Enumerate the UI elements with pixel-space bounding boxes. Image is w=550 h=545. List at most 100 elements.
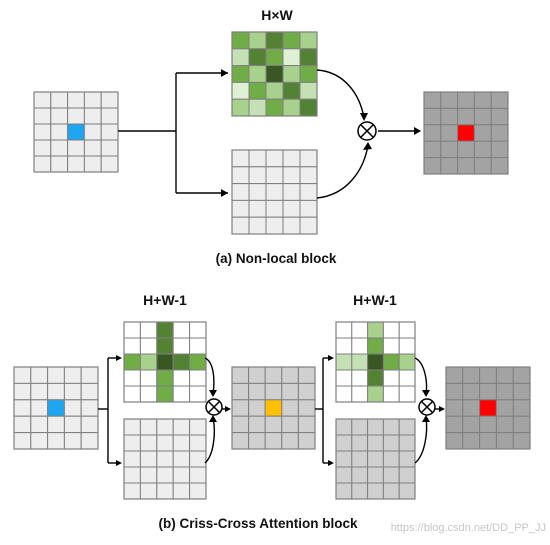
- b-intermediate-feature-map: [231, 366, 316, 450]
- hxw-label: H×W: [261, 7, 293, 23]
- grid-cell: [282, 98, 301, 117]
- grid-cell: [457, 91, 475, 109]
- grid-cell: [282, 149, 301, 168]
- grid-cell: [172, 337, 191, 355]
- grid-cell: [335, 369, 353, 387]
- b-multiply-icon-2: [418, 398, 436, 416]
- grid-cell: [479, 415, 497, 434]
- a-value-to-mult: [316, 144, 369, 199]
- grid-cell: [282, 31, 301, 50]
- grid-cell: [80, 382, 99, 401]
- grid-cell: [299, 65, 318, 83]
- grid-cell: [462, 366, 481, 384]
- grid-cell: [281, 366, 299, 384]
- grid-cell: [440, 107, 459, 126]
- watermark: https://blog.csdn.net/DD_PP_JJ: [391, 522, 546, 534]
- grid-cell: [100, 91, 119, 109]
- grid-cell: [445, 399, 464, 417]
- grid-cell: [265, 199, 284, 218]
- a-value-map: [231, 149, 318, 235]
- grid-cell: [423, 124, 442, 142]
- grid-cell: [80, 366, 99, 384]
- grid-cell: [440, 157, 459, 175]
- grid-cell: [248, 415, 266, 434]
- grid-cell: [264, 415, 283, 434]
- grid-cell: [281, 432, 299, 450]
- grid-cell: [479, 399, 497, 417]
- grid-cell: [139, 369, 158, 387]
- grid-cell: [248, 98, 267, 117]
- grid-cell: [351, 353, 369, 371]
- grid-cell: [297, 432, 316, 450]
- b-arrowheads-2: [328, 355, 445, 466]
- grid-cell: [265, 183, 284, 201]
- grid-cell: [33, 107, 52, 125]
- grid-cell: [457, 140, 475, 159]
- grid-cell: [67, 139, 85, 157]
- grid-cell: [382, 466, 400, 484]
- grid-cell: [398, 434, 416, 452]
- grid-cell: [265, 65, 284, 83]
- grid-cell: [473, 140, 492, 159]
- grid-cell: [67, 123, 85, 141]
- grid-cell: [264, 432, 283, 450]
- grid-cell: [282, 48, 301, 67]
- grid-cell: [80, 415, 99, 434]
- grid-cell: [382, 418, 400, 436]
- grid-border: [13, 366, 99, 450]
- a-attention-map: [231, 31, 318, 117]
- grid-cell: [231, 199, 250, 218]
- grid-cell: [139, 418, 158, 436]
- grid-cell: [63, 366, 82, 384]
- a-multiply-icon: [357, 121, 377, 141]
- grid-cell: [231, 81, 250, 100]
- grid-cell: [139, 482, 158, 500]
- grid-cell: [382, 369, 400, 387]
- grid-cell: [172, 353, 191, 371]
- grid-cell: [367, 385, 384, 403]
- grid-cell: [398, 418, 416, 436]
- grid-cell: [299, 166, 318, 185]
- grid-cell: [50, 139, 69, 157]
- grid-cell: [512, 432, 531, 450]
- grid-cell: [445, 432, 464, 450]
- grid-cell: [297, 399, 316, 417]
- grid-cell: [156, 369, 174, 387]
- grid-cell: [512, 399, 531, 417]
- grid-cell: [462, 399, 481, 417]
- grid-cell: [490, 91, 509, 109]
- grid-cell: [440, 140, 459, 159]
- a-attn-to-mult: [316, 69, 365, 119]
- grid-cell: [47, 382, 65, 401]
- grid-cell: [265, 31, 284, 50]
- grid-cell: [299, 149, 318, 168]
- grid-cell: [367, 369, 384, 387]
- grid-cell: [462, 415, 481, 434]
- grid-cell: [398, 385, 416, 403]
- grid-cell: [299, 81, 318, 100]
- grid-cell: [123, 450, 141, 468]
- grid-cell: [172, 385, 191, 403]
- grid-cell: [490, 157, 509, 175]
- grid-cell: [13, 366, 32, 384]
- grid-cell: [398, 321, 416, 339]
- grid-cell: [351, 321, 369, 339]
- a-output-feature-map: [423, 91, 509, 175]
- a-connectors: [118, 69, 420, 199]
- grid-cell: [282, 65, 301, 83]
- grid-cell: [139, 385, 158, 403]
- grid-cell: [398, 482, 416, 500]
- grid-cell: [83, 107, 102, 125]
- grid-cell: [265, 149, 284, 168]
- grid-cell: [423, 107, 442, 126]
- grid-cell: [335, 466, 353, 484]
- grid-cell: [367, 482, 384, 500]
- grid-cell: [335, 418, 353, 436]
- grid-cell: [281, 382, 299, 401]
- caption-b: (b) Criss-Cross Attention block: [158, 516, 358, 531]
- grid-cell: [100, 139, 119, 157]
- grid-cell: [382, 482, 400, 500]
- grid-cell: [248, 65, 267, 83]
- grid-cell: [512, 415, 531, 434]
- grid-cell: [67, 91, 85, 109]
